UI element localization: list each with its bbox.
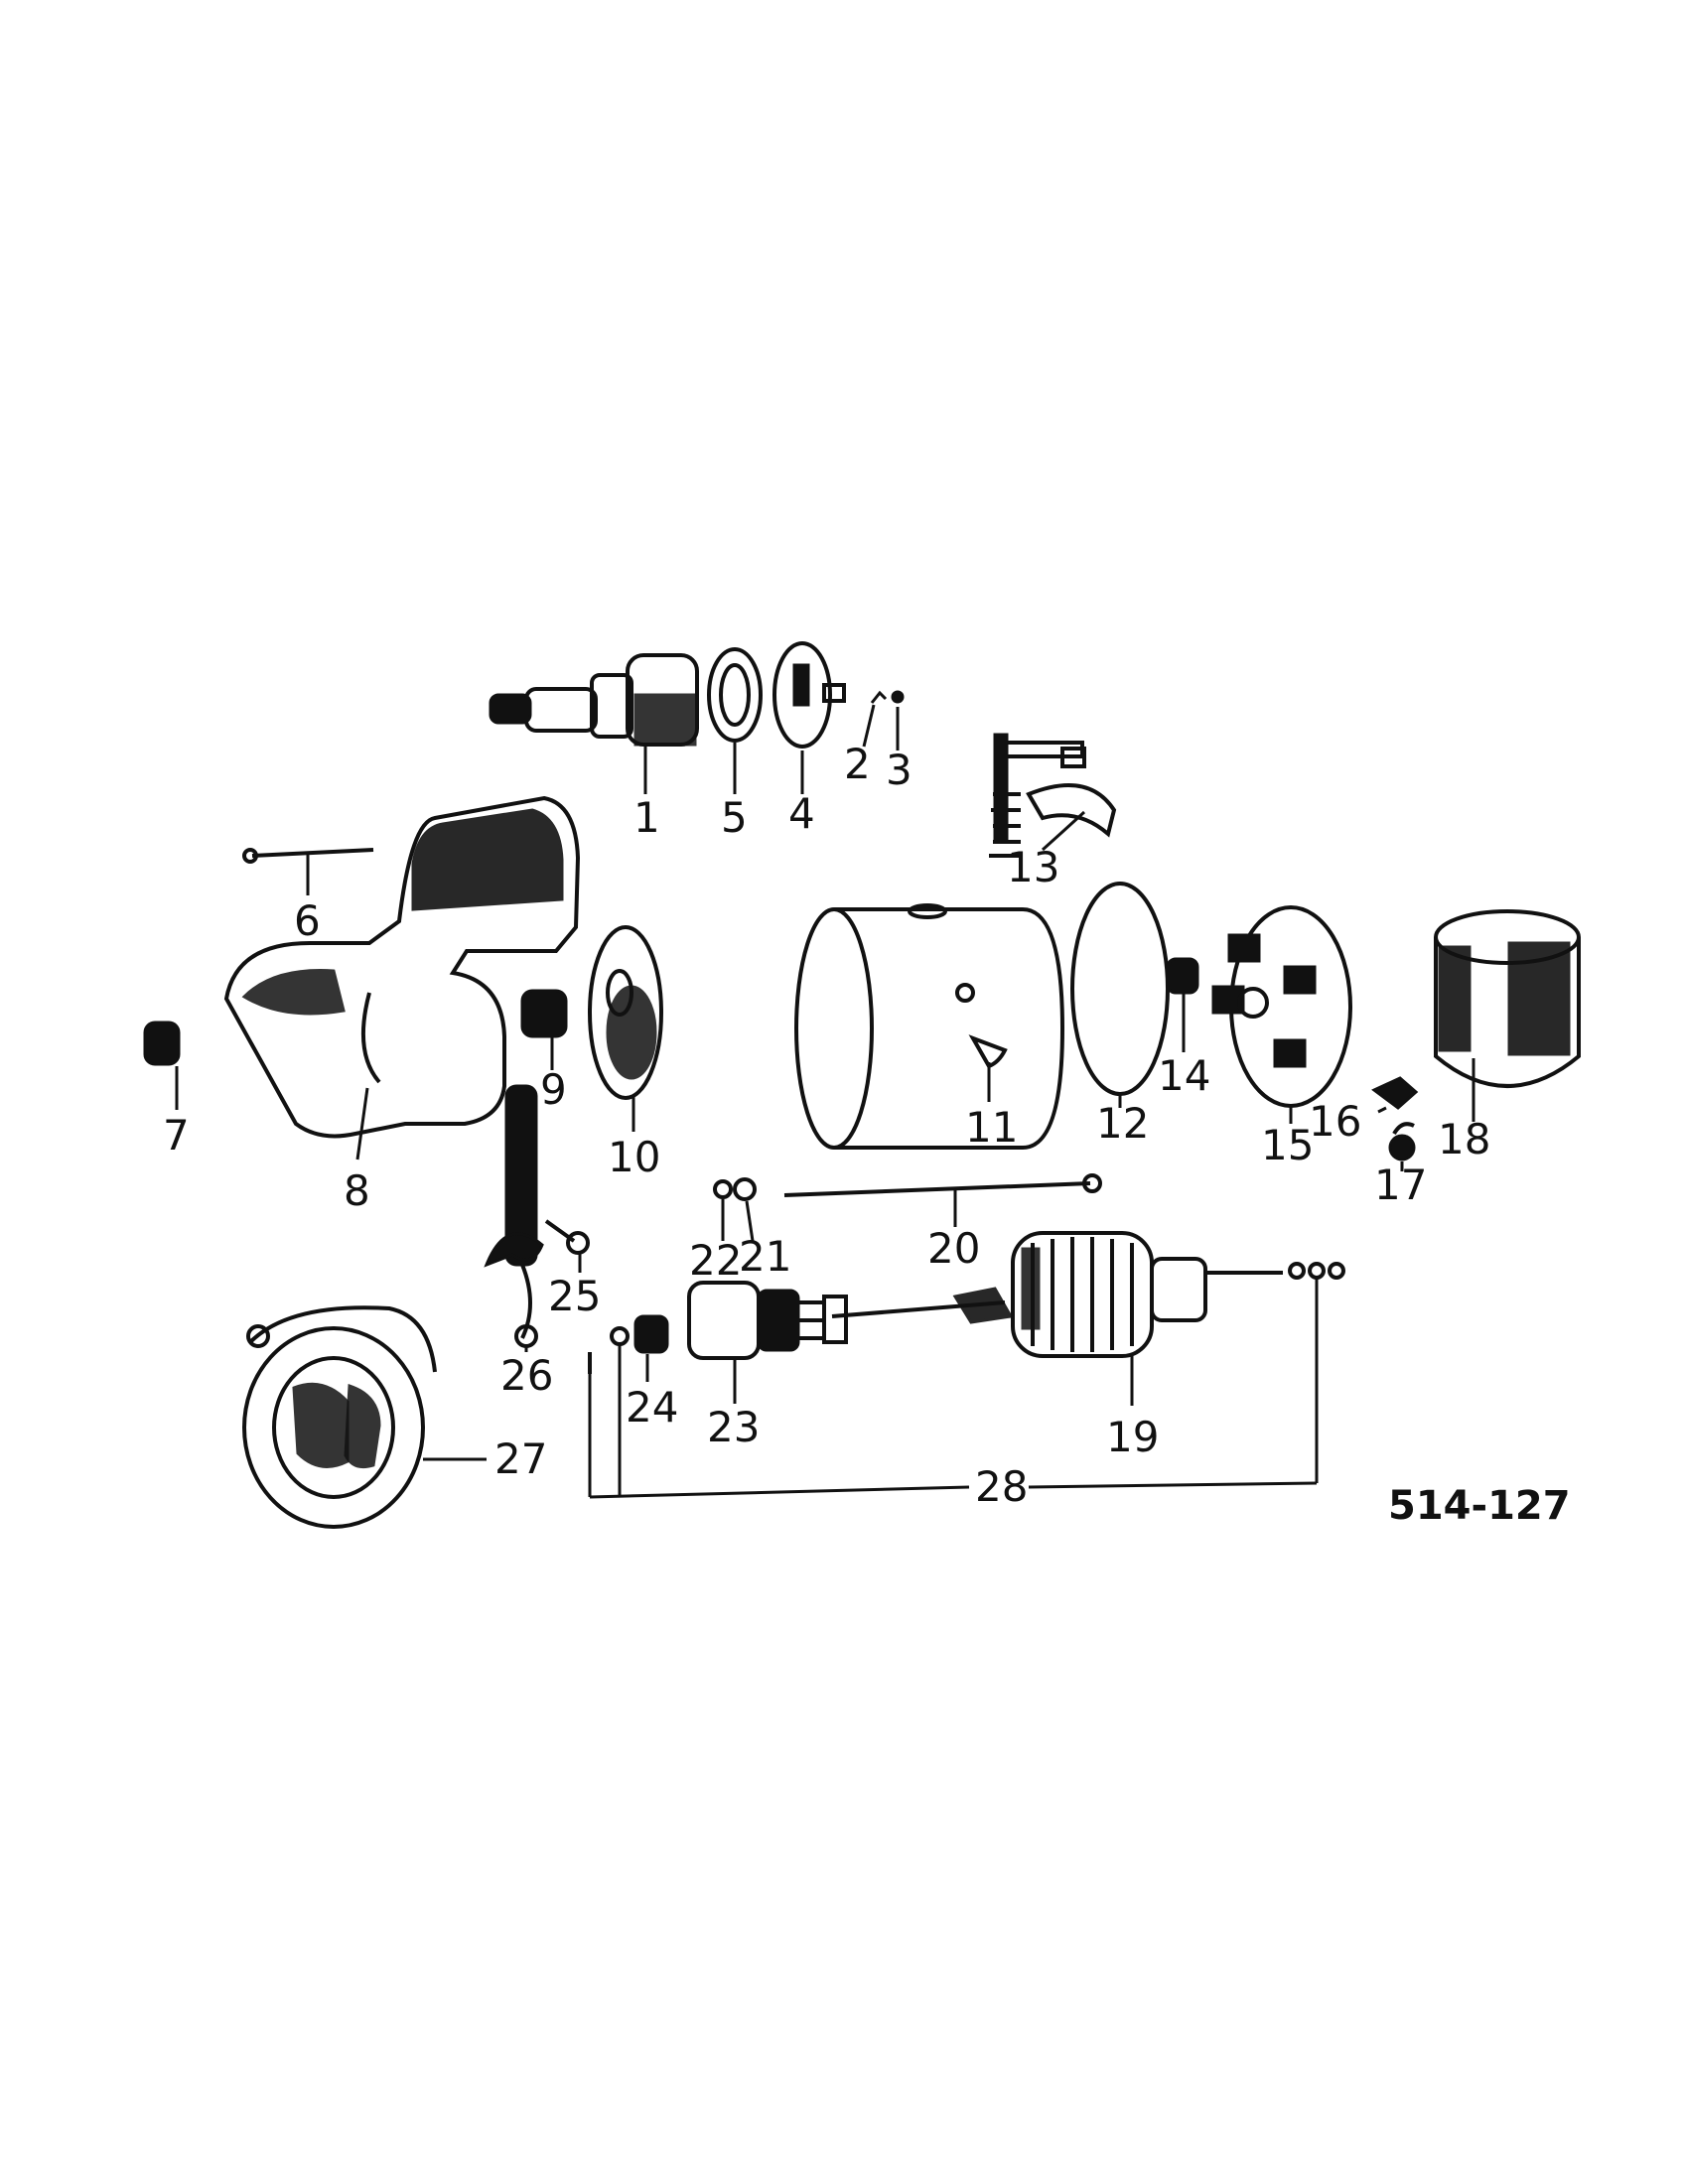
callout-28: 28 bbox=[975, 1462, 1028, 1511]
part-14-bushing bbox=[1166, 957, 1199, 995]
part-26-shift-lever bbox=[484, 1084, 544, 1348]
part-20-through-bolt bbox=[783, 1173, 1102, 1197]
part-27-field-frame bbox=[242, 1305, 437, 1529]
callout-26: 26 bbox=[500, 1351, 553, 1400]
callout-4: 4 bbox=[788, 789, 815, 838]
callout-17: 17 bbox=[1374, 1160, 1427, 1209]
part-13-brush-spring bbox=[989, 733, 1117, 858]
part-25-pivot-pin bbox=[544, 1219, 590, 1255]
part-11-yoke-frame bbox=[794, 903, 1065, 1150]
callout-24: 24 bbox=[626, 1383, 678, 1432]
callout-27: 27 bbox=[494, 1434, 547, 1483]
part-6-bolt bbox=[242, 848, 374, 864]
callout-15: 15 bbox=[1261, 1121, 1314, 1169]
callout-9: 9 bbox=[540, 1065, 567, 1114]
part-23-drive-pinion bbox=[687, 1281, 848, 1360]
part-15-brush-holder bbox=[1211, 905, 1352, 1108]
callout-12: 12 bbox=[1096, 1099, 1149, 1148]
callout-10: 10 bbox=[608, 1133, 660, 1181]
callout-14: 14 bbox=[1158, 1051, 1210, 1100]
callout-20: 20 bbox=[927, 1224, 980, 1273]
callout-11: 11 bbox=[965, 1103, 1018, 1152]
callout-8: 8 bbox=[344, 1166, 370, 1215]
leader-lines bbox=[175, 704, 1475, 1499]
part-3-nut bbox=[891, 690, 905, 704]
callout-labels: 1 2 3 4 5 6 7 8 9 10 11 12 13 14 15 16 1… bbox=[163, 740, 1571, 1529]
part-8-drive-housing bbox=[223, 795, 581, 1139]
part-28-hardware-kit bbox=[588, 1326, 630, 1374]
part-21-washer bbox=[733, 1177, 757, 1201]
part-4-end-cover bbox=[772, 641, 846, 749]
callout-16: 16 bbox=[1309, 1097, 1361, 1146]
callout-2: 2 bbox=[844, 740, 871, 788]
part-1-solenoid bbox=[489, 653, 699, 747]
callout-19: 19 bbox=[1106, 1413, 1159, 1461]
callout-5: 5 bbox=[721, 793, 748, 842]
callout-7: 7 bbox=[163, 1111, 190, 1160]
callout-23: 23 bbox=[707, 1403, 760, 1451]
callout-21: 21 bbox=[739, 1232, 791, 1281]
part-18-band-cover bbox=[1434, 909, 1581, 1088]
reference-code: 514-127 bbox=[1388, 1483, 1571, 1529]
part-2-clip bbox=[870, 690, 888, 704]
part-16-brush bbox=[1371, 1076, 1419, 1110]
callout-22: 22 bbox=[689, 1236, 742, 1285]
part-9-bushing bbox=[520, 989, 568, 1038]
part-5-gasket bbox=[707, 647, 763, 743]
callout-6: 6 bbox=[294, 896, 321, 945]
callout-25: 25 bbox=[548, 1272, 601, 1320]
part-7-bushing bbox=[143, 1021, 181, 1066]
callout-18: 18 bbox=[1438, 1115, 1490, 1163]
callout-13: 13 bbox=[1007, 843, 1059, 891]
part-22-washer bbox=[713, 1179, 733, 1199]
part-10-intermediate-plate bbox=[588, 925, 663, 1100]
part-12-o-ring bbox=[1070, 882, 1170, 1096]
part-24-bushing bbox=[633, 1314, 669, 1354]
callout-3: 3 bbox=[886, 746, 912, 794]
part-19-armature bbox=[831, 1231, 1345, 1358]
callout-1: 1 bbox=[633, 793, 660, 842]
part-17-spring bbox=[1388, 1122, 1416, 1161]
